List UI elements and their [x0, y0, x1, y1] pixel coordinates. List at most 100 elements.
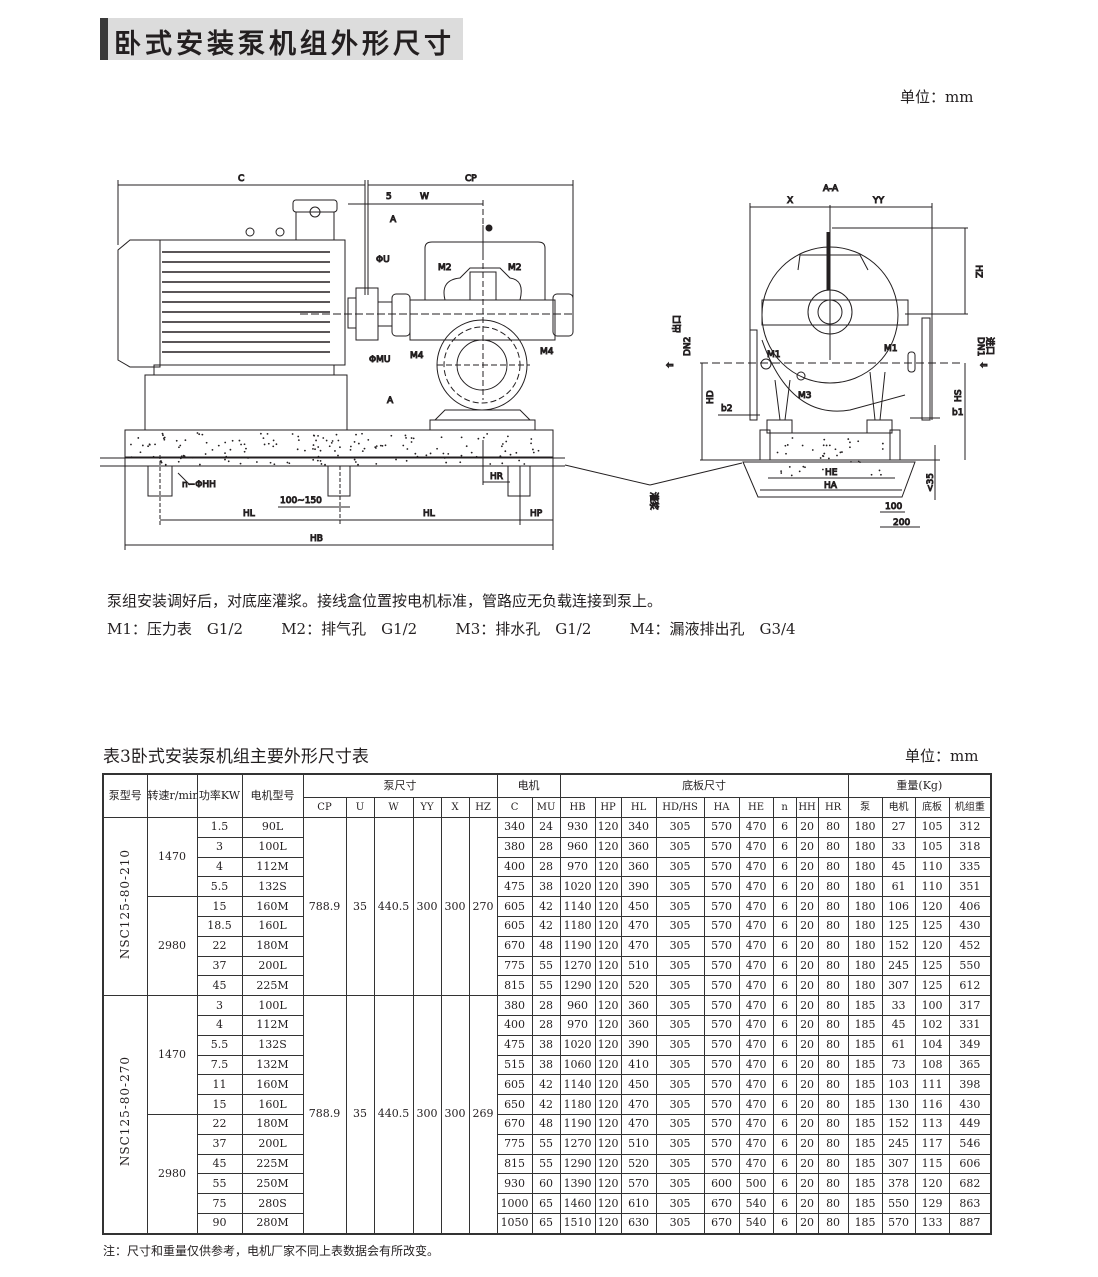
page-title-banner: 卧式安装泵机组外形尺寸 — [100, 18, 463, 60]
value-cell: 20 — [795, 856, 819, 878]
concrete-dot — [821, 454, 824, 457]
value-cell: 360 — [620, 995, 657, 1016]
value-cell: 1050 — [496, 1212, 533, 1235]
dim-HE: HE — [825, 468, 838, 478]
value-cell: 570 — [703, 876, 740, 898]
subheader-cell: 泵 — [847, 797, 883, 818]
port-desc: ：压力表 G1/2 — [131, 620, 244, 638]
value-cell: 360 — [620, 1014, 657, 1036]
concrete-dot — [315, 439, 317, 442]
concrete-base — [124, 429, 554, 458]
value-cell: 305 — [655, 1133, 705, 1155]
value-cell: 1290 — [559, 975, 596, 997]
section-mark-A-bottom: A — [387, 396, 394, 406]
concrete-dot — [163, 438, 166, 441]
concrete-dot — [442, 452, 445, 455]
value-cell: 80 — [817, 1034, 849, 1056]
concrete-dot — [316, 459, 319, 462]
value-cell: 1270 — [559, 1133, 596, 1155]
concrete-dot — [880, 473, 882, 476]
concrete-dot — [410, 437, 413, 439]
value-cell: 120 — [594, 1153, 622, 1175]
value-cell: 960 — [559, 995, 596, 1016]
label-M4-right: M4 — [540, 347, 554, 357]
value-cell: 305 — [655, 955, 705, 977]
value-cell: 470 — [620, 1113, 657, 1135]
concrete-dot — [857, 460, 860, 463]
pump-dim-yy: 300 — [412, 816, 442, 997]
value-cell: 305 — [655, 915, 705, 937]
value-cell: 20 — [795, 836, 819, 858]
concrete-dot — [361, 432, 363, 435]
value-cell: 470 — [738, 836, 774, 858]
power-cell: 5.5 — [196, 1034, 243, 1056]
value-cell: 1180 — [559, 1094, 596, 1115]
concrete-dot — [269, 461, 272, 464]
power-cell: 4 — [196, 1014, 243, 1036]
concrete-dot — [164, 463, 167, 466]
concrete-dot — [263, 443, 266, 446]
section-title-A-A: A-A — [823, 184, 839, 194]
motor-type-cell: 225M — [241, 1153, 304, 1175]
power-cell: 37 — [196, 1133, 243, 1155]
concrete-dot — [504, 450, 507, 453]
port-code: M2 — [281, 620, 307, 638]
subheader-cell: HE — [738, 797, 774, 818]
value-cell: 152 — [881, 1113, 916, 1135]
value-cell: 103 — [881, 1074, 916, 1096]
value-cell: 55 — [531, 1133, 561, 1155]
concrete-dot — [379, 444, 382, 447]
table-unit-label: 单位：mm — [905, 747, 979, 765]
concrete-dot — [291, 433, 294, 435]
label-100-150: 100~150 — [280, 496, 322, 506]
value-cell: 305 — [655, 975, 705, 997]
value-cell: 6 — [772, 935, 797, 957]
value-cell: 48 — [531, 935, 561, 957]
value-cell: 120 — [594, 995, 622, 1016]
header-motor-type: 电机型号 — [241, 773, 304, 818]
concrete-dot — [475, 455, 478, 458]
concrete-dot — [337, 454, 339, 457]
concrete-dot — [148, 443, 151, 446]
value-cell: 6 — [772, 1173, 797, 1195]
concrete-dot — [180, 455, 183, 458]
concrete-dot — [375, 447, 377, 449]
concrete-dot — [175, 439, 178, 442]
value-cell: 815 — [496, 975, 533, 997]
concrete-dot — [881, 442, 884, 445]
value-cell: 380 — [496, 995, 533, 1016]
pump-model-cell-text: NSC125-80-270 — [118, 1056, 133, 1167]
concrete-dot — [375, 462, 378, 465]
value-cell: 80 — [817, 1014, 849, 1036]
value-cell: 117 — [914, 1133, 950, 1155]
concrete-dot — [161, 432, 164, 435]
concrete-dot — [530, 442, 532, 445]
header-base-dims: 底板尺寸 — [559, 773, 849, 798]
value-cell: 185 — [847, 1094, 883, 1115]
motor-type-cell: 200L — [241, 955, 304, 977]
value-cell: 6 — [772, 1034, 797, 1056]
value-cell: 20 — [795, 1034, 819, 1056]
value-cell: 6 — [772, 975, 797, 997]
value-cell: 120 — [594, 1212, 622, 1235]
pump-model-cell: NSC125-80-270 — [102, 995, 148, 1235]
concrete-dot — [537, 449, 540, 452]
concrete-dot — [296, 448, 299, 451]
concrete-dot — [515, 451, 518, 454]
concrete-dot — [459, 461, 462, 464]
concrete-dot — [255, 461, 258, 463]
value-cell: 20 — [795, 1153, 819, 1175]
value-cell: 110 — [914, 856, 950, 878]
value-cell: 1390 — [559, 1173, 596, 1195]
value-cell: 80 — [817, 955, 849, 977]
concrete-dot — [273, 463, 276, 466]
value-cell: 1020 — [559, 1034, 596, 1056]
header-power: 功率KW — [196, 773, 243, 818]
value-cell: 1060 — [559, 1054, 596, 1076]
subheader-cell: HP — [594, 797, 622, 818]
value-cell: 449 — [948, 1113, 992, 1135]
